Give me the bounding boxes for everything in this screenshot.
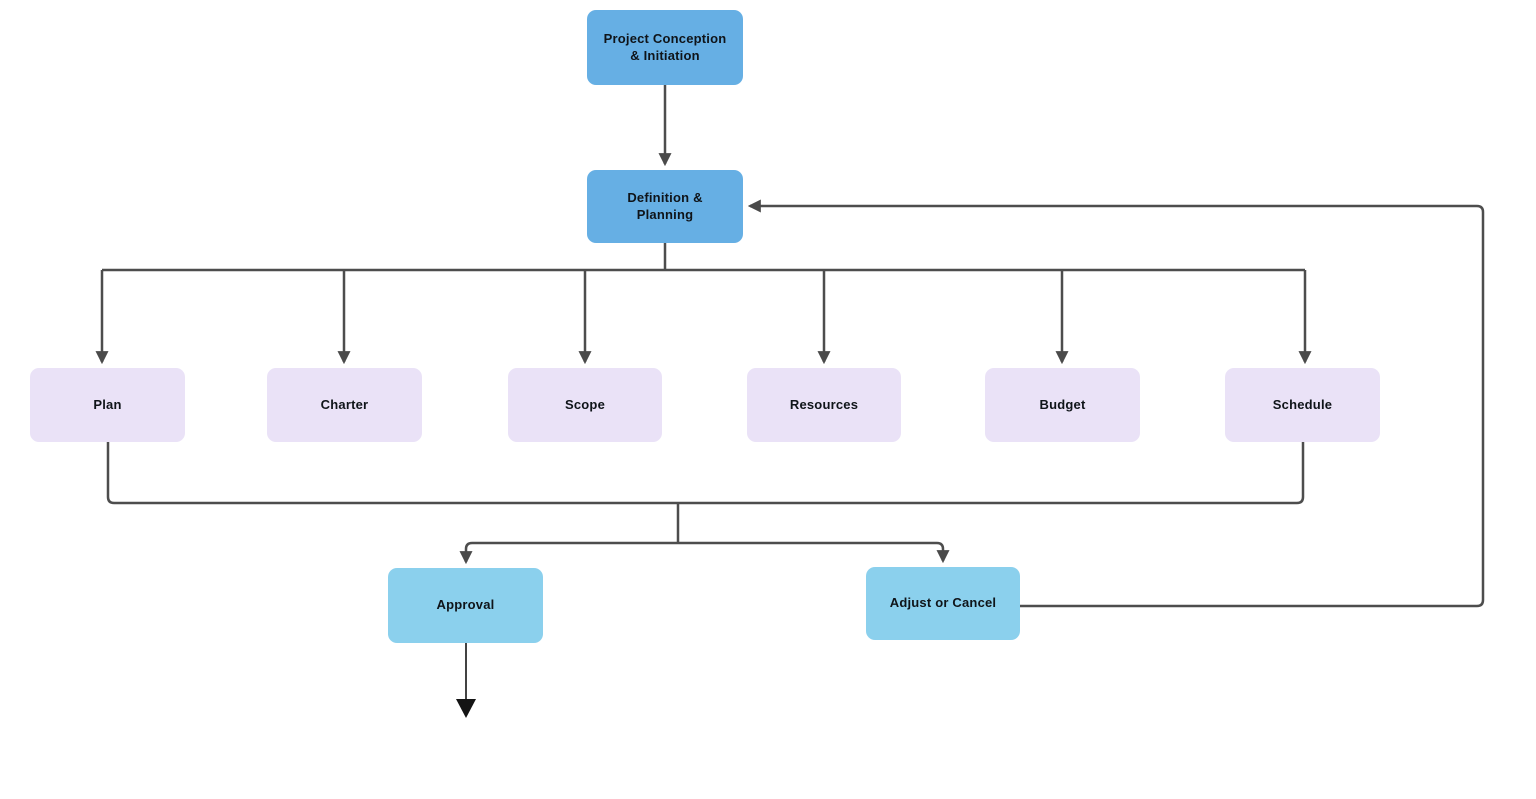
node-label: Definition & Planning	[627, 189, 703, 222]
edge-schedule-merge	[678, 442, 1305, 505]
node-label: Plan	[93, 396, 122, 412]
node-adjust-or-cancel[interactable]: Adjust or Cancel	[866, 567, 1020, 640]
node-label: Schedule	[1272, 396, 1333, 412]
node-label: Project Conception & Initiation	[603, 30, 727, 63]
node-label: Adjust or Cancel	[889, 595, 997, 611]
edge-to-adjust-or-cancel	[678, 541, 950, 564]
node-budget[interactable]: Budget	[985, 368, 1140, 442]
node-resources[interactable]: Resources	[747, 368, 901, 442]
node-scope[interactable]: Scope	[508, 368, 662, 442]
node-label: Charter	[320, 396, 369, 412]
open-arrowhead	[456, 699, 476, 718]
node-label: Resources	[789, 396, 859, 412]
node-charter[interactable]: Charter	[267, 368, 422, 442]
node-label: Scope	[564, 396, 605, 412]
node-plan[interactable]: Plan	[30, 368, 185, 442]
node-schedule[interactable]: Schedule	[1225, 368, 1380, 442]
node-project-conception-initiation[interactable]: Project Conception & Initiation	[587, 10, 743, 85]
node-label: Approval	[436, 597, 495, 613]
node-definition-planning[interactable]: Definition & Planning	[587, 170, 743, 243]
node-label: Budget	[1039, 396, 1086, 412]
node-approval[interactable]: Approval	[388, 568, 543, 643]
edge-adjust-to-definition	[747, 199, 1485, 608]
edge-approval-next	[456, 643, 476, 718]
edge-to-approval	[459, 541, 678, 565]
edge-plan-merge	[106, 442, 678, 505]
